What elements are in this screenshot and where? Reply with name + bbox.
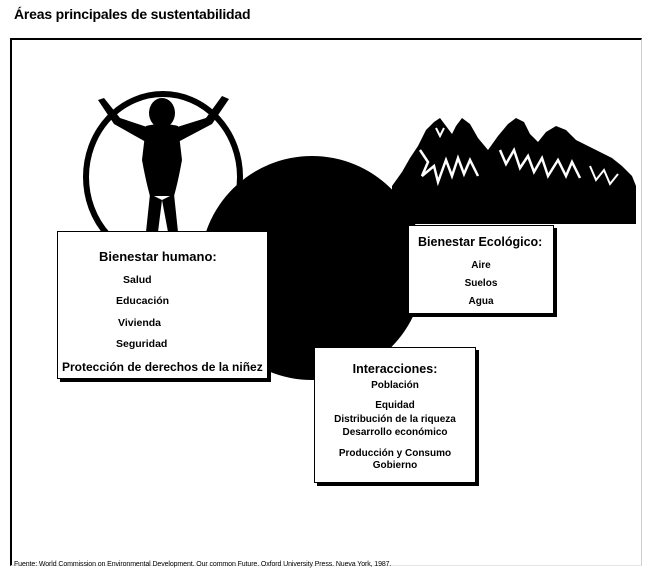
interactions-box: Interacciones: Población Equidad Distrib… [314, 347, 476, 483]
inter-item-poblacion: Población [371, 380, 419, 391]
inter-item-distribucion: Distribución de la riqueza [334, 414, 456, 425]
page-title: Áreas principales de sustentabilidad [14, 6, 251, 22]
human-item-educacion: Educación [116, 295, 170, 307]
human-wellbeing-box: Bienestar humano: Salud Educación Vivien… [57, 231, 268, 379]
human-item-vivienda: Vivienda [118, 317, 161, 329]
human-item-salud: Salud [123, 274, 152, 286]
eco-item-aire: Aire [471, 260, 491, 271]
source-note: Fuente: World Commission on Environmenta… [14, 561, 392, 568]
inter-item-equidad: Equidad [375, 400, 415, 411]
human-wellbeing-heading: Bienestar humano: [99, 249, 217, 264]
human-item-seguridad: Seguridad [116, 338, 168, 350]
diagram-frame [10, 38, 642, 566]
human-item-proteccion: Protección de derechos de la niñez [62, 360, 263, 374]
ecological-wellbeing-box: Bienestar Ecológico: Aire Suelos Agua [408, 225, 554, 314]
inter-item-produccion: Producción y Consumo [338, 448, 452, 459]
eco-item-suelos: Suelos [464, 278, 498, 289]
interactions-heading: Interacciones: [352, 362, 438, 376]
ecological-wellbeing-heading: Bienestar Ecológico: [418, 235, 543, 249]
inter-item-desarrollo: Desarrollo económico [342, 427, 448, 438]
human-figure-icon [83, 91, 243, 263]
mountain-icon [392, 118, 636, 224]
eco-item-agua: Agua [468, 296, 494, 307]
inter-item-gobierno: Gobierno [372, 460, 418, 471]
